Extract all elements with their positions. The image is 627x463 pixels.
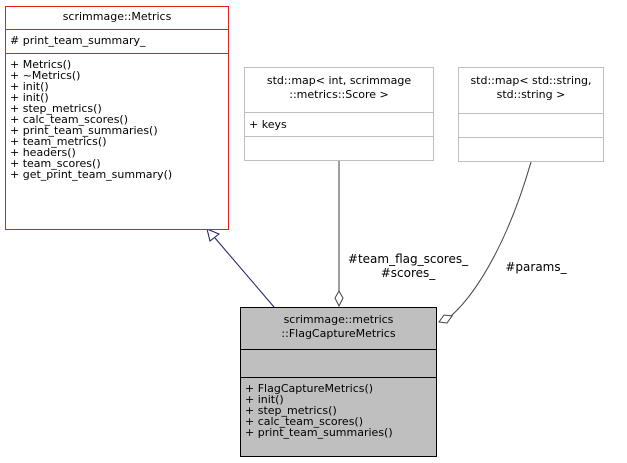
method-flag-capture-ctor: + FlagCaptureMetrics() [245, 382, 374, 395]
score-map-name-line2: ::metrics::Score > [289, 88, 389, 101]
flag-capture-class-name: scrimmage::metrics ::FlagCaptureMetrics [241, 308, 436, 349]
string-map-attributes [459, 113, 603, 137]
method-init-overload: + init() [10, 91, 49, 104]
flag-capture-name-line2: ::FlagCaptureMetrics [281, 327, 396, 340]
metrics-class-name: scrimmage::Metrics [62, 10, 172, 23]
score-map-methods [245, 136, 433, 160]
inheritance-arrowhead [206, 228, 220, 242]
inheritance-edge [214, 237, 275, 308]
score-map-attributes: + keys [245, 112, 433, 136]
params-edge [450, 161, 532, 317]
method-team-scores: + team_scores() [10, 157, 101, 170]
string-map-methods [459, 137, 603, 161]
attribute-print-team-summary: # print_team_summary_ [10, 34, 146, 47]
team-scores-edge-label: #team_flag_scores_ #scores_ [338, 252, 478, 280]
string-map-class-box[interactable]: std::map< std::string, std::string > [458, 67, 604, 162]
method-team-metrics: + team_metrics() [10, 135, 107, 148]
method-flag-print-team-summaries: + print_team_summaries() [245, 426, 393, 439]
method-flag-step-metrics: + step_metrics() [245, 404, 337, 417]
method-metrics-ctor: + Metrics() [10, 58, 72, 71]
score-map-class-box[interactable]: std::map< int, scrimmage ::metrics::Scor… [244, 67, 434, 161]
score-map-class-name: std::map< int, scrimmage ::metrics::Scor… [245, 68, 433, 112]
scores-label: #scores_ [380, 266, 436, 280]
string-map-name-line1: std::map< std::string, [470, 74, 592, 87]
method-metrics-dtor: + ~Metrics() [10, 69, 81, 82]
params-diamond [438, 314, 453, 324]
metrics-class-attributes: # print_team_summary_ [6, 29, 228, 53]
method-get-print-team-summary: + get_print_team_summary() [10, 168, 173, 181]
method-flag-calc-team-scores: + calc_team_scores() [245, 415, 364, 428]
method-flag-init: + init() [245, 393, 284, 406]
string-map-name-line2: std::string > [496, 88, 566, 101]
team-scores-diamond [334, 289, 344, 308]
flag-capture-name-line1: scrimmage::metrics [283, 313, 394, 326]
attribute-keys: + keys [249, 118, 287, 131]
team-flag-scores-label: #team_flag_scores_ [347, 252, 469, 266]
method-init: + init() [10, 80, 49, 93]
flag-capture-attributes [241, 349, 436, 377]
method-headers: + headers() [10, 146, 76, 159]
method-print-team-summaries: + print_team_summaries() [10, 124, 158, 137]
string-map-class-name: std::map< std::string, std::string > [459, 68, 603, 113]
flag-capture-class-box[interactable]: scrimmage::metrics ::FlagCaptureMetrics … [240, 307, 437, 457]
metrics-class-box[interactable]: scrimmage::Metrics # print_team_summary_… [5, 6, 229, 230]
metrics-class-methods: + Metrics() + ~Metrics() + init() + init… [6, 53, 228, 182]
flag-capture-methods: + FlagCaptureMetrics() + init() + step_m… [241, 377, 436, 440]
method-step-metrics: + step_metrics() [10, 102, 102, 115]
method-calc-team-scores: + calc_team_scores() [10, 113, 129, 126]
params-edge-label: #params_ [505, 260, 567, 274]
score-map-name-line1: std::map< int, scrimmage [266, 74, 412, 87]
